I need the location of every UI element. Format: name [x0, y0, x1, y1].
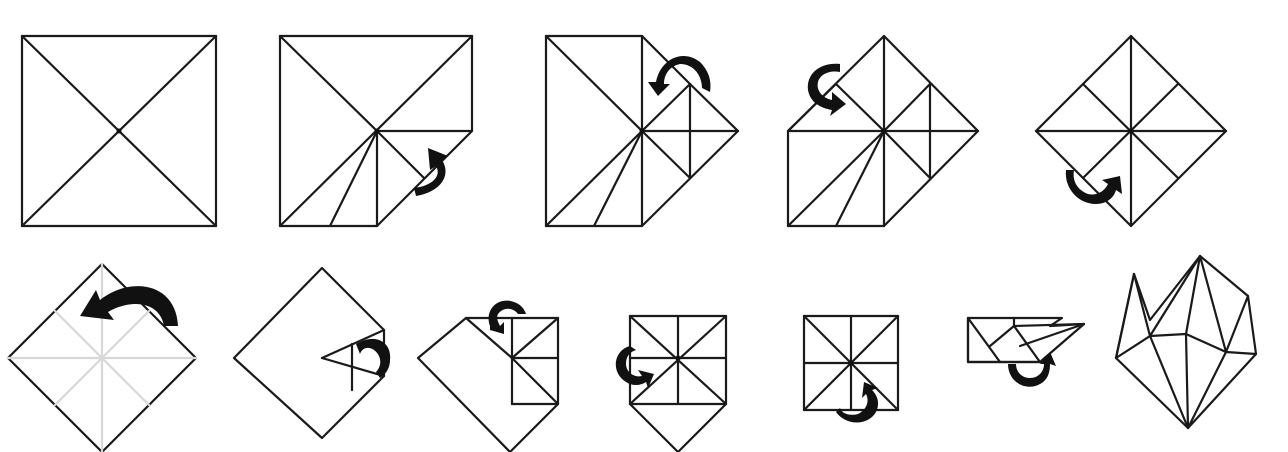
step-1: [22, 36, 216, 226]
step-6: [8, 264, 196, 452]
step-7: [234, 268, 384, 438]
step-11: [968, 318, 1084, 362]
step-4: [788, 36, 978, 226]
step-5: [1036, 36, 1226, 226]
step-12: [1116, 256, 1256, 428]
step-10: [804, 316, 898, 410]
step-9: [630, 316, 726, 452]
step-8: [418, 318, 558, 452]
step-3: [546, 36, 738, 226]
step-2: [280, 36, 472, 226]
